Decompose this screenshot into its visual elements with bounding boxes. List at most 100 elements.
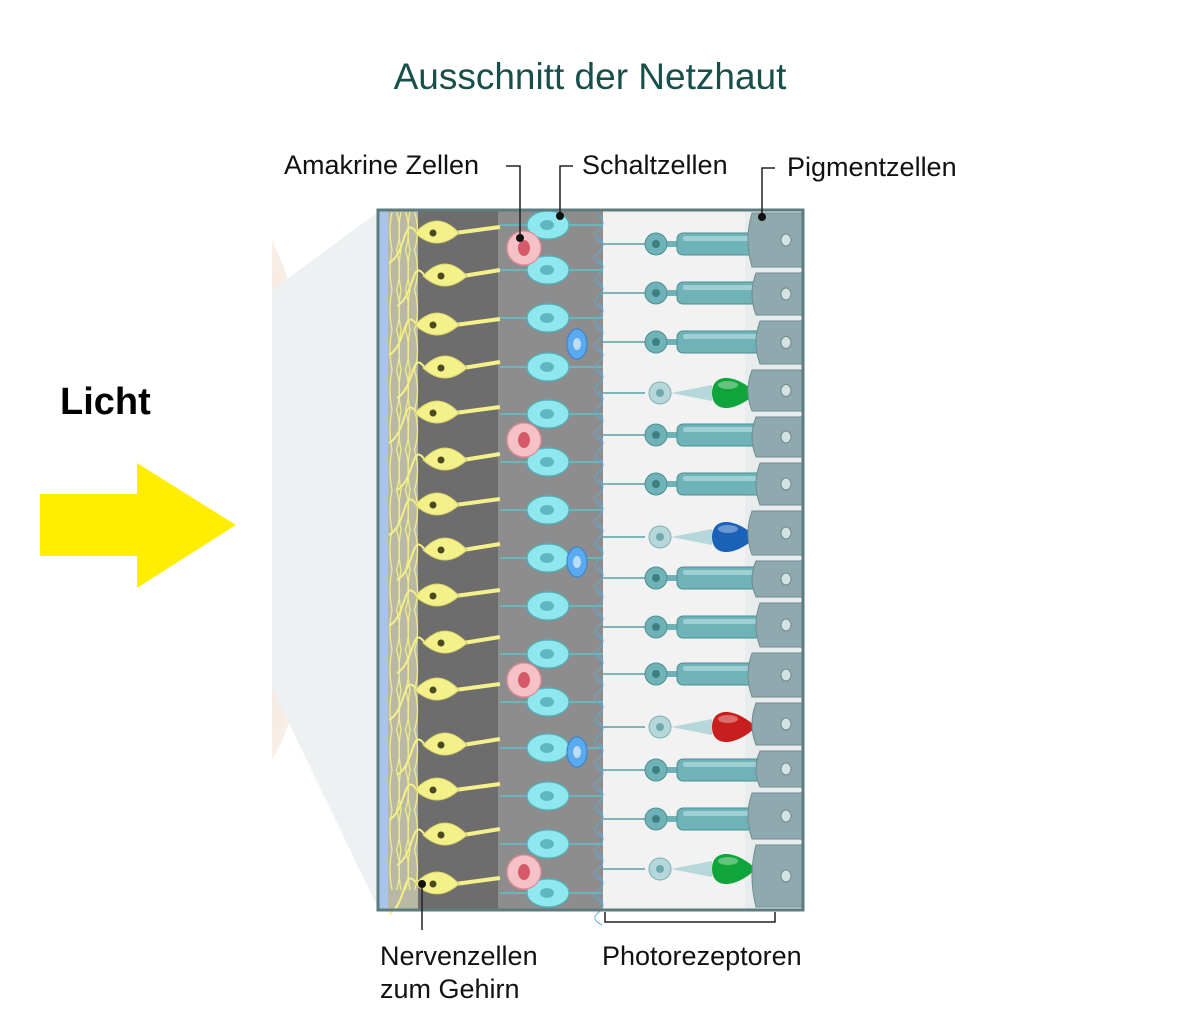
label-nervenzellen-line2: zum Gehirn bbox=[380, 974, 520, 1004]
bipolar-cell bbox=[500, 781, 603, 811]
pigment-cell bbox=[751, 416, 804, 458]
ganglion-cell bbox=[388, 400, 501, 444]
pigment-cell bbox=[747, 212, 804, 268]
ganglion-cell bbox=[388, 583, 501, 627]
pigment-cell bbox=[747, 369, 804, 412]
pigment-cell bbox=[751, 844, 804, 908]
label-amakrine-zellen: Amakrine Zellen bbox=[284, 150, 480, 180]
synapse-wire bbox=[594, 852, 604, 882]
nerve-fiber bbox=[389, 211, 393, 891]
pigment-cell bbox=[755, 462, 804, 506]
ganglion-cell bbox=[396, 630, 501, 674]
ganglion-cell bbox=[396, 537, 501, 581]
pigment-cell bbox=[755, 320, 804, 365]
synapse-wire bbox=[594, 258, 604, 288]
synapse-wire bbox=[594, 874, 604, 904]
rod-cell bbox=[603, 566, 774, 590]
synapse-wire bbox=[594, 478, 604, 508]
pigment-cell bbox=[755, 602, 804, 648]
synapse-wire bbox=[594, 544, 604, 574]
label-photorezeptoren: Photorezeptoren bbox=[602, 941, 802, 971]
synapse-wire bbox=[594, 808, 604, 838]
synapse-wire bbox=[594, 390, 604, 420]
synapse-wire bbox=[594, 368, 604, 398]
synapse-wire bbox=[594, 500, 604, 530]
ganglion-cell bbox=[396, 355, 501, 399]
synapse-wire bbox=[594, 698, 604, 728]
bipolar-cell bbox=[500, 399, 603, 429]
amacrine-cell bbox=[506, 854, 542, 890]
label-nervenzellen: Nervenzellen zum Gehirn bbox=[380, 940, 538, 1006]
bipolar-cell bbox=[500, 255, 603, 285]
schaltzellen-leader bbox=[559, 165, 573, 213]
synapse-wire bbox=[594, 764, 604, 794]
amakrine-leader bbox=[506, 165, 521, 236]
synapse-wire bbox=[594, 676, 604, 706]
synapse-wire bbox=[594, 302, 604, 332]
rod-cell bbox=[603, 281, 774, 305]
ganglion-cell bbox=[396, 447, 501, 491]
ganglion-cell bbox=[388, 677, 501, 721]
horizontal-cell bbox=[566, 328, 588, 360]
bipolar-cell bbox=[500, 829, 603, 859]
ganglion-cell bbox=[396, 732, 501, 776]
bipolar-cell bbox=[500, 687, 603, 717]
rod-cell bbox=[603, 472, 774, 496]
light-label: Licht bbox=[60, 381, 151, 423]
pigment-cell bbox=[751, 272, 804, 316]
synapse-wire bbox=[594, 588, 604, 618]
page-title: Ausschnitt der Netzhaut bbox=[393, 56, 787, 97]
label-nervenzellen-line1: Nervenzellen bbox=[380, 941, 538, 971]
synapse-wire bbox=[594, 786, 604, 816]
synapse-wire bbox=[594, 632, 604, 662]
leader-lines bbox=[418, 165, 776, 930]
rod-cell bbox=[603, 330, 774, 354]
cone-cell bbox=[603, 712, 756, 742]
ganglion-cell bbox=[388, 220, 501, 264]
horizontal-cell bbox=[566, 736, 588, 768]
pigment-leader bbox=[761, 167, 775, 214]
synapse-wire bbox=[594, 742, 604, 772]
cone-cell bbox=[603, 854, 756, 884]
cone-cell bbox=[603, 522, 756, 552]
bipolar-cell bbox=[500, 495, 603, 525]
synapse-wire bbox=[594, 412, 604, 442]
synapse-wire bbox=[594, 610, 604, 640]
photorezeptoren-bracket bbox=[604, 912, 776, 923]
bipolar-cell bbox=[500, 352, 603, 382]
pigment-cell bbox=[747, 652, 804, 698]
pigment-cell bbox=[747, 792, 804, 840]
ganglion-cell bbox=[388, 312, 501, 356]
cone-cell bbox=[603, 378, 756, 408]
bipolar-cell bbox=[500, 878, 603, 908]
zoom-funnel bbox=[272, 212, 378, 908]
rod-cell bbox=[603, 423, 774, 447]
ganglion-cell bbox=[388, 492, 501, 536]
synapse-wire bbox=[594, 654, 604, 684]
amacrine-cell bbox=[506, 230, 542, 266]
pigment-cell bbox=[751, 560, 804, 598]
synapse-wire bbox=[594, 456, 604, 486]
synapse-wire bbox=[594, 324, 604, 354]
retina-box bbox=[376, 208, 805, 926]
synapse-wire bbox=[594, 346, 604, 376]
synapse-wire bbox=[594, 434, 604, 464]
nerve-fiber bbox=[407, 211, 411, 891]
synapse-wire bbox=[594, 566, 604, 596]
label-pigmentzellen: Pigmentzellen bbox=[787, 152, 957, 182]
synapse-wire bbox=[594, 720, 604, 750]
label-schaltzellen: Schaltzellen bbox=[582, 150, 728, 180]
bipolar-cell bbox=[500, 639, 603, 669]
pigment-cell bbox=[755, 750, 804, 788]
pigment-cell bbox=[751, 702, 804, 746]
synapse-wire bbox=[594, 830, 604, 860]
nerve-fiber bbox=[413, 211, 419, 891]
ganglion-cell bbox=[388, 777, 501, 821]
bipolar-cell bbox=[500, 447, 603, 477]
synapse-wire bbox=[594, 896, 604, 926]
synapse-wire bbox=[594, 214, 604, 244]
ganglion-cell bbox=[396, 822, 501, 866]
amacrine-cell bbox=[506, 662, 542, 698]
horizontal-cell bbox=[566, 546, 588, 578]
